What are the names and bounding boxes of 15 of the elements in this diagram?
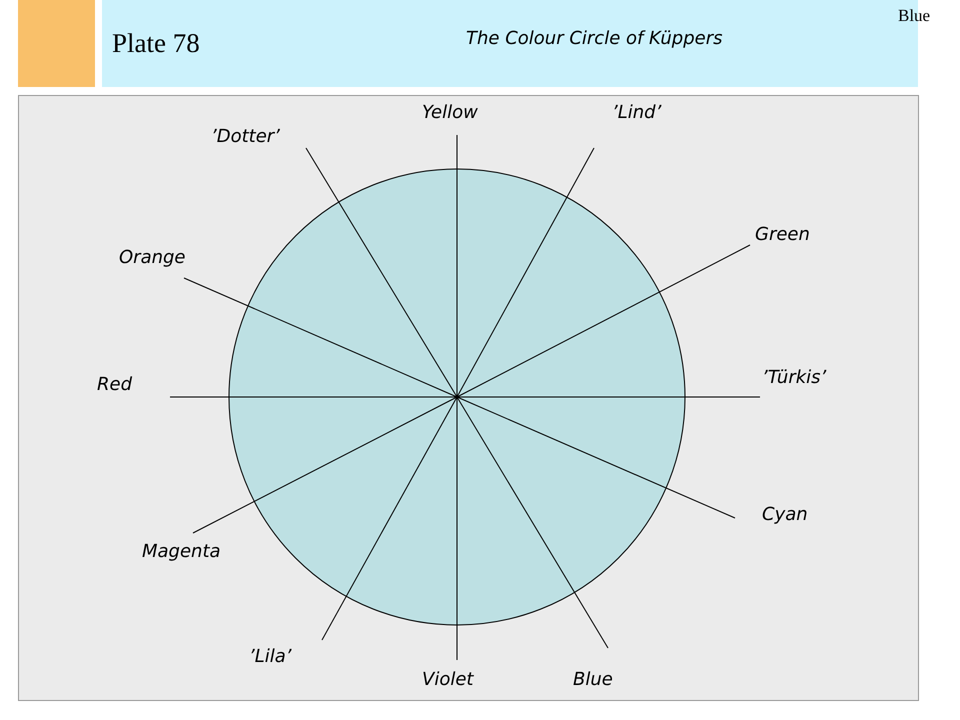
- colour-label: Violet: [422, 669, 474, 690]
- colour-label: Green: [755, 224, 810, 245]
- colour-label: Yellow: [422, 102, 478, 123]
- corner-label: Blue: [898, 6, 930, 26]
- colour-label: ’Lila’: [249, 646, 292, 667]
- colour-label: Blue: [573, 669, 613, 690]
- colour-label: ’Dotter’: [211, 126, 280, 147]
- colour-label: Orange: [119, 247, 186, 268]
- colour-label: Magenta: [142, 541, 221, 562]
- colour-label: Cyan: [762, 504, 808, 525]
- plate-number: Plate 78: [112, 28, 200, 59]
- colour-label: Red: [97, 374, 132, 395]
- colour-label: ’Türkis’: [762, 367, 826, 388]
- colour-label: ’Lind’: [612, 102, 662, 123]
- title: The Colour Circle of Küppers: [466, 28, 722, 49]
